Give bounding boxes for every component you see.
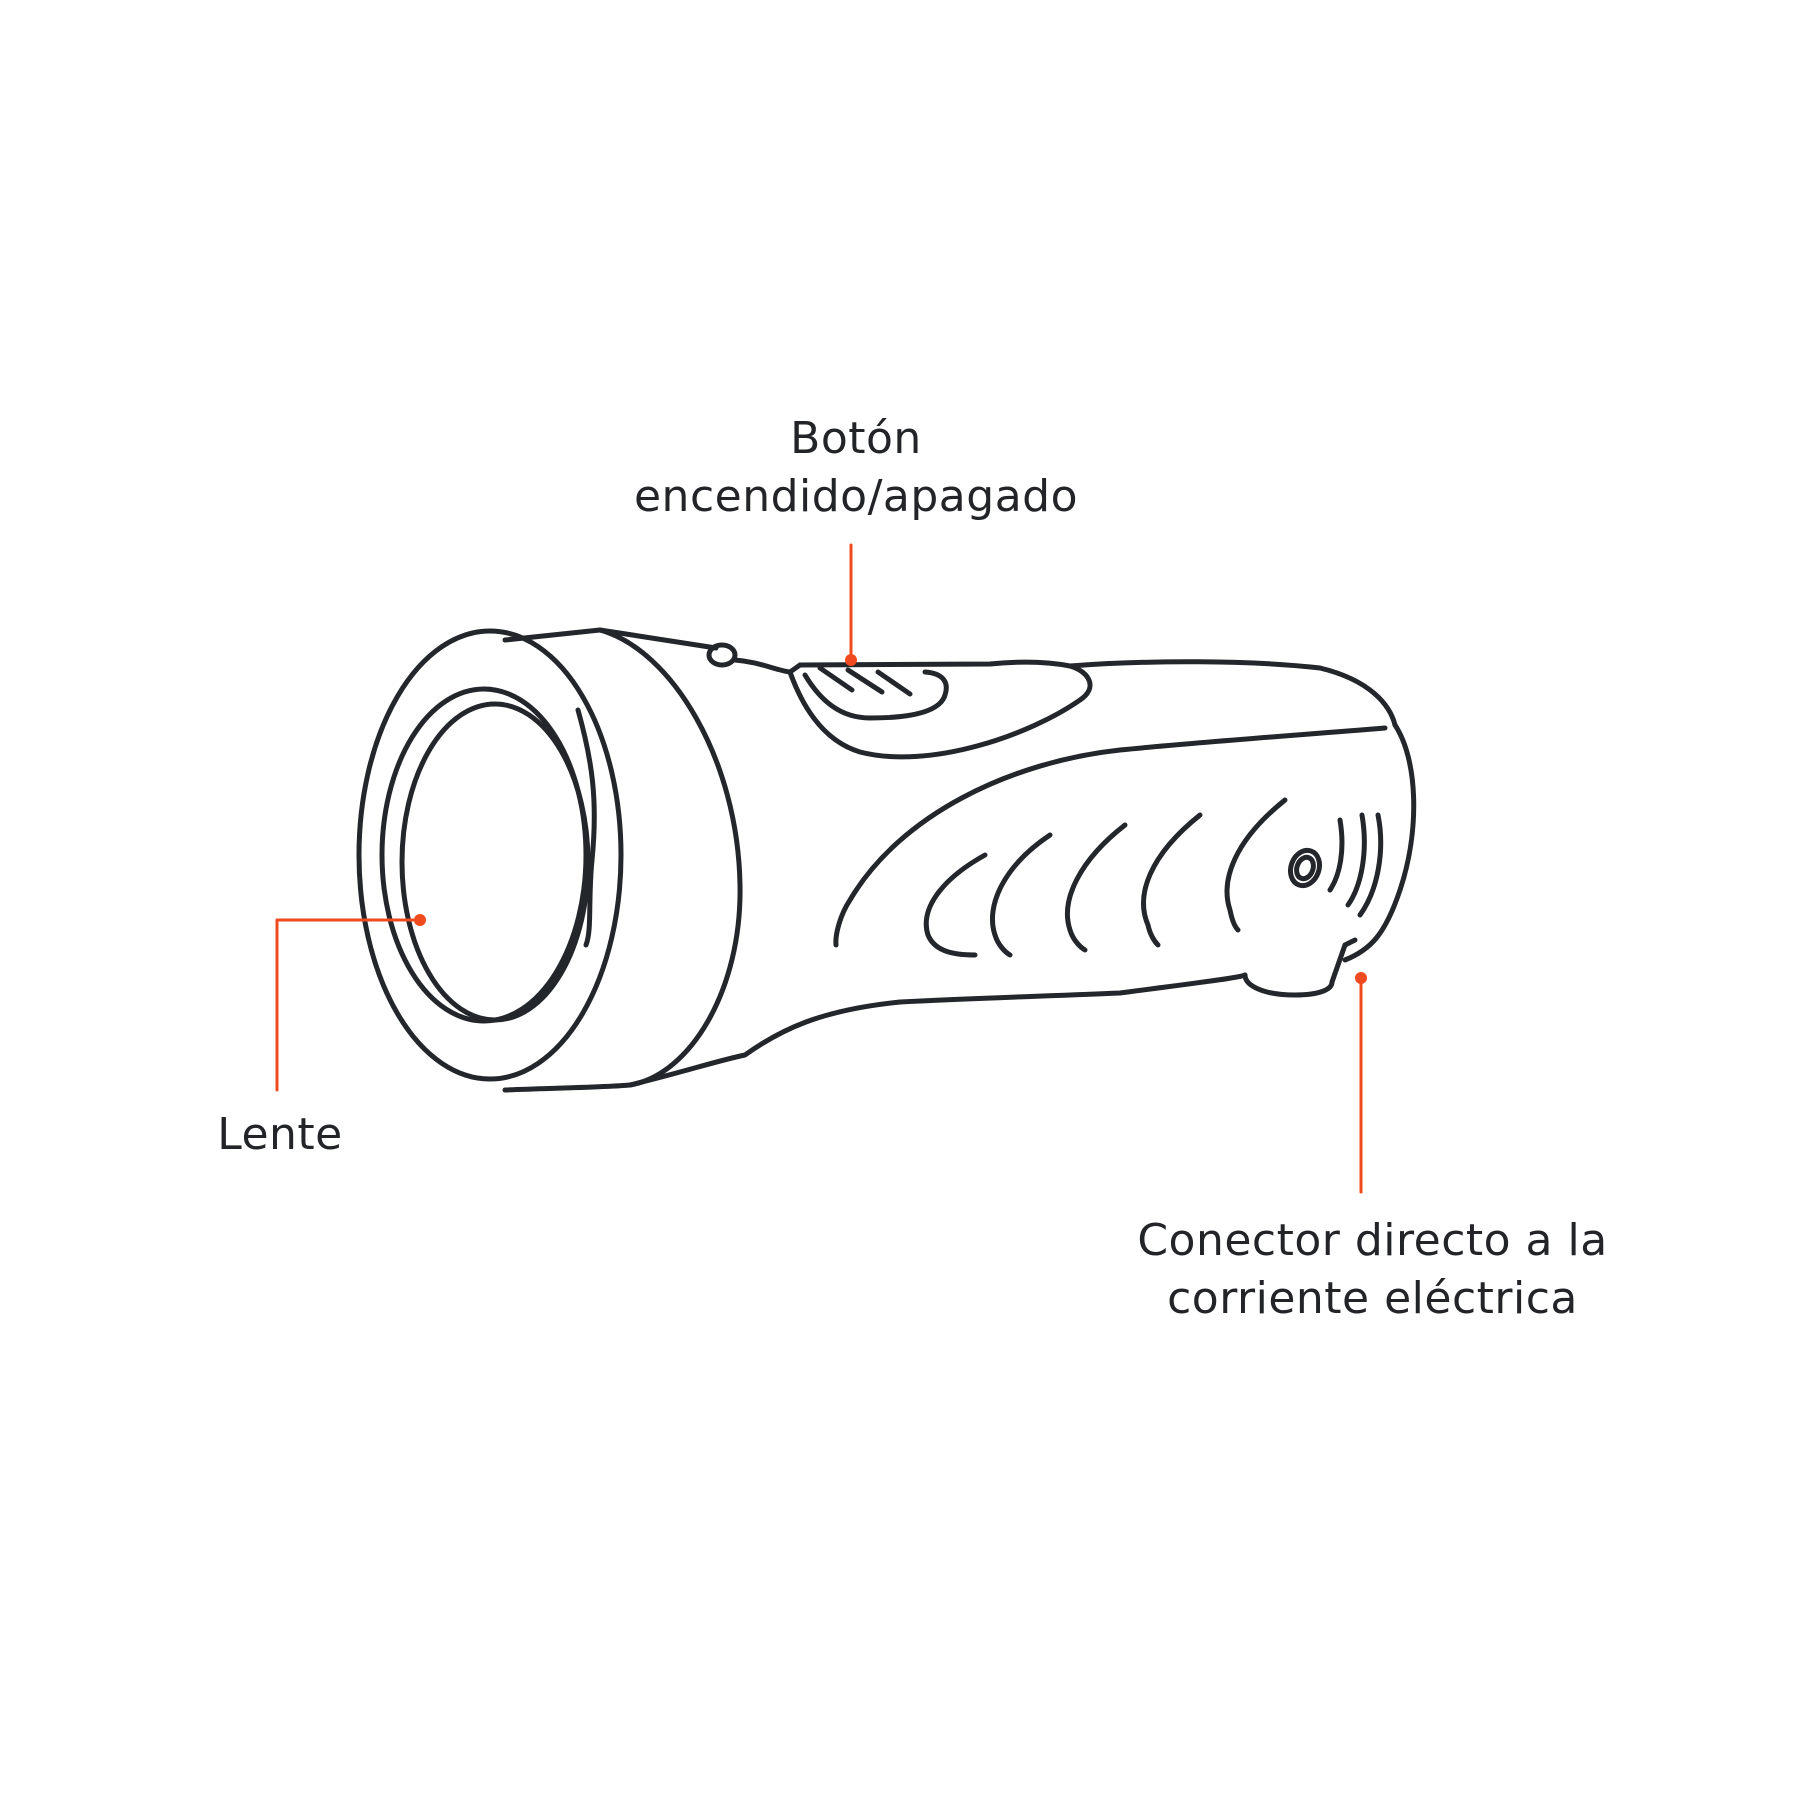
switch-housing <box>787 659 1093 760</box>
lens-leader-line <box>275 918 420 1092</box>
grip-rib-7 <box>1345 812 1367 908</box>
grip-rib-5 <box>1224 797 1288 933</box>
callout-connector-line2: corriente eléctrica <box>1167 1273 1578 1324</box>
lens-rim-inner <box>399 701 591 1023</box>
grip-rib-3 <box>1064 822 1128 953</box>
body-top-contour <box>1067 659 1398 728</box>
handle-back-curve <box>1342 722 1417 963</box>
indicator-led <box>706 642 738 668</box>
callout-button-line1: Botón <box>790 413 922 464</box>
button-leader-dot <box>845 654 857 666</box>
lens-inner-shading <box>575 707 597 948</box>
flashlight-head <box>356 627 743 1093</box>
switch-groove-1 <box>817 665 855 693</box>
switch-button <box>802 669 949 721</box>
callout-lens-text: Lente <box>217 1109 343 1160</box>
grip-rib-8 <box>1357 812 1384 918</box>
grip-rib-1 <box>923 852 988 958</box>
callout-button-line2: encendido/apagado <box>633 471 1079 522</box>
callout-leaders <box>275 543 1367 1194</box>
bezel-top-edge <box>502 627 603 643</box>
grip-rib-4 <box>1141 812 1203 948</box>
connector-foot <box>1242 942 1348 998</box>
grip-rib-2 <box>989 832 1053 958</box>
bezel-outer-ring <box>356 628 624 1082</box>
handle-hole <box>1287 847 1323 889</box>
callout-connector-label: Conector directo a la corriente eléctric… <box>1100 1212 1645 1328</box>
grip-rib-6 <box>1327 817 1345 893</box>
connector-foot-edge <box>1342 937 1358 948</box>
switch-groove-3 <box>875 669 913 697</box>
lens-leader-dot <box>414 914 426 926</box>
handle-hole-inner <box>1294 854 1316 882</box>
handle-lower-contour <box>627 972 1248 1088</box>
bezel-bottom-edge <box>502 1082 633 1093</box>
bezel-back-edge <box>597 627 743 1088</box>
flashlight-handle <box>627 722 1417 1088</box>
connector-leader-dot <box>1355 972 1367 984</box>
callout-lens-label: Lente <box>150 1106 410 1164</box>
callout-button-label: Botón encendido/apagado <box>586 410 1126 526</box>
switch-groove-2 <box>845 667 885 695</box>
handle-upper-contour <box>833 725 1388 948</box>
callout-connector-line1: Conector directo a la <box>1137 1215 1608 1266</box>
upper-seam-line <box>597 627 719 651</box>
flashlight-upper-body <box>597 627 1398 760</box>
